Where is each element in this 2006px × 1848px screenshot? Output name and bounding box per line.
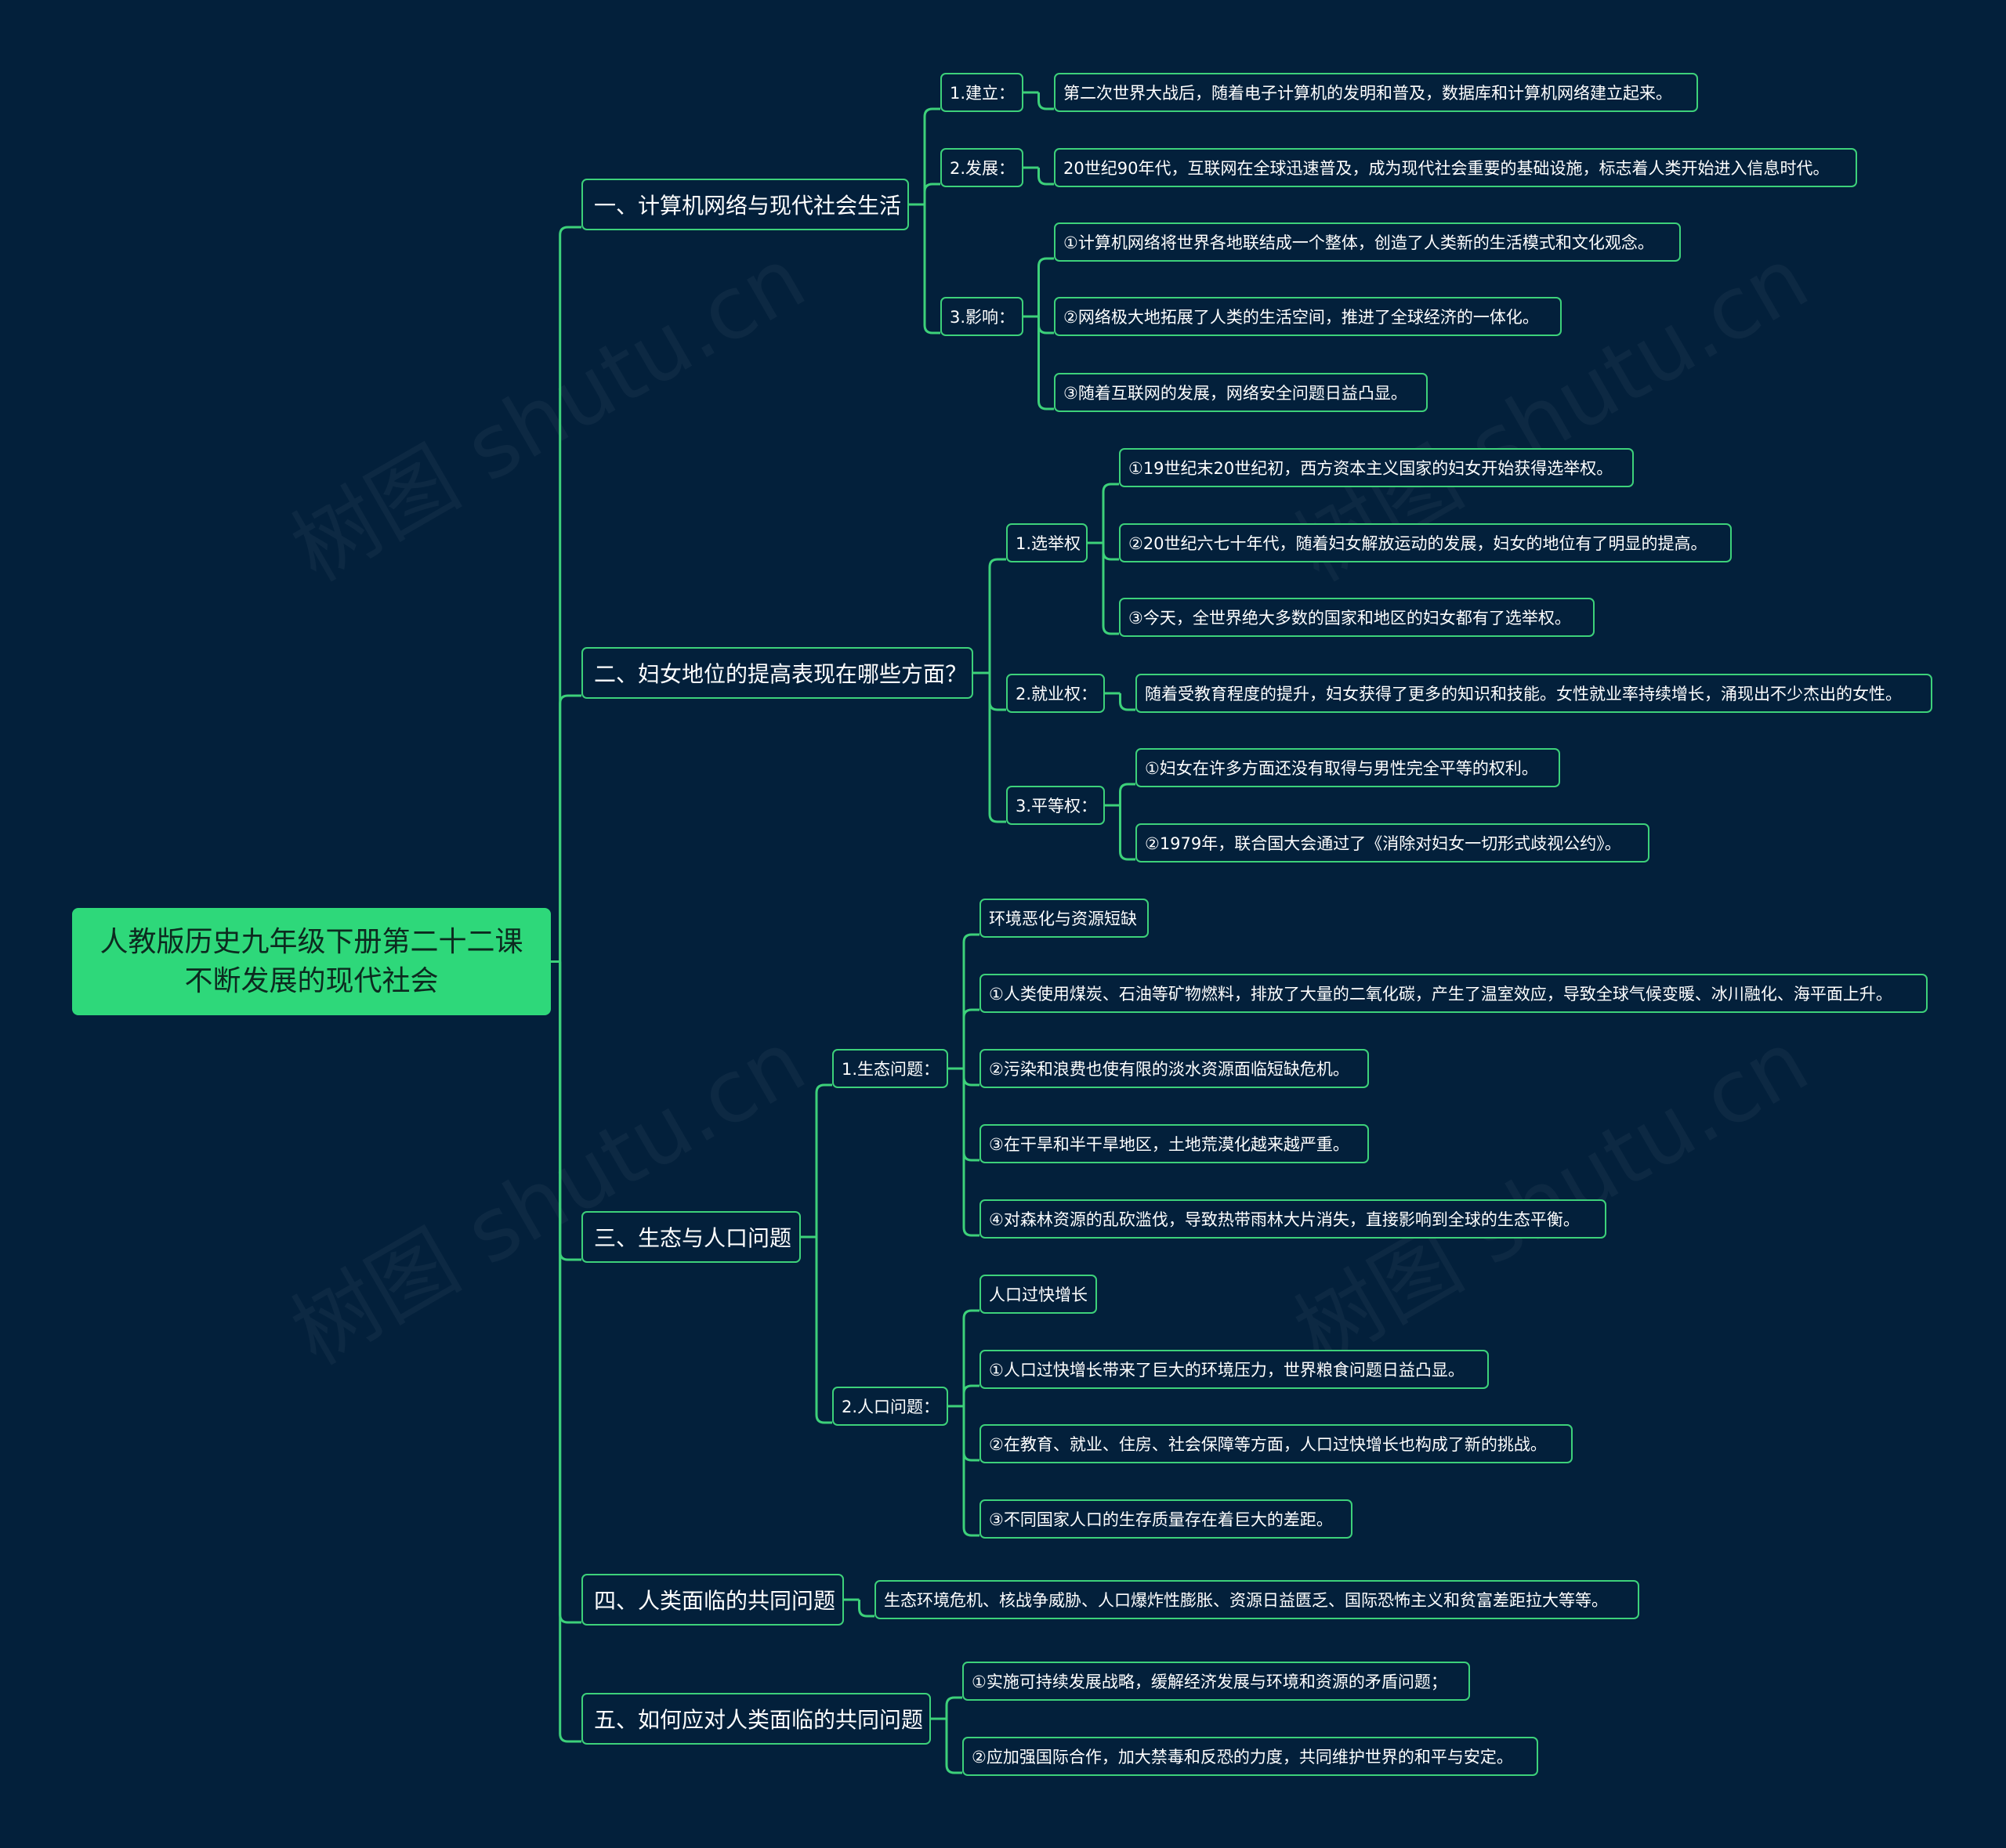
connector-line	[1037, 316, 1054, 335]
leaf-3-1-4[interactable]: ③在干旱和半干旱地区，土地荒漠化越来越严重。	[979, 1124, 1369, 1163]
root-title-line-1: 人教版历史九年级下册第二十二课	[100, 925, 523, 958]
subtopic-2-2[interactable]: 2.就业权：	[1006, 674, 1105, 713]
connector-line	[1102, 483, 1119, 543]
leaf-3-2-4[interactable]: ③不同国家人口的生存质量存在着巨大的差距。	[979, 1499, 1352, 1539]
connector-line	[962, 1384, 979, 1406]
leaf-2-1-1[interactable]: ①19世纪末20世纪初，西方资本主义国家的妇女开始获得选举权。	[1119, 448, 1634, 487]
subtopic-3-2[interactable]: 2.人口问题：	[832, 1387, 948, 1426]
connector-line	[559, 226, 581, 962]
subtopic-1-3[interactable]: 3.影响：	[940, 297, 1023, 336]
leaf-2-1-2[interactable]: ②20世纪六七十年代，随着妇女解放运动的发展，妇女的地位有了明显的提高。	[1119, 523, 1732, 562]
connector-line	[1037, 316, 1054, 410]
leaf-3-2-1[interactable]: 人口过快增长	[979, 1275, 1097, 1314]
topic-section-2[interactable]: 二、妇女地位的提高表现在哪些方面？	[581, 647, 973, 699]
leaf-3-1-1[interactable]: 环境恶化与资源短缺	[979, 899, 1149, 938]
topic-section-1[interactable]: 一、计算机网络与现代社会生活	[581, 179, 909, 230]
leaf-5-2[interactable]: ②应加强国际合作，加大禁毒和反恐的力度，共同维护世界的和平与安定。	[962, 1737, 1538, 1776]
leaf-3-1-5[interactable]: ④对森林资源的乱砍滥伐，导致热带雨林大片消失，直接影响到全球的生态平衡。	[979, 1199, 1606, 1239]
leaf-3-2-3[interactable]: ②在教育、就业、住房、社会保障等方面，人口过快增长也构成了新的挑战。	[979, 1424, 1573, 1463]
root-topic[interactable]: 人教版历史九年级下册第二十二课 不断发展的现代社会	[72, 908, 551, 1015]
connector-line	[962, 933, 979, 1069]
leaf-5-1[interactable]: ①实施可持续发展战略，缓解经济发展与环境和资源的矛盾问题；	[962, 1662, 1470, 1701]
leaf-2-1-3[interactable]: ③今天，全世界绝大多数的国家和地区的妇女都有了选举权。	[1119, 598, 1595, 637]
topic-section-5[interactable]: 五、如何应对人类面临的共同问题	[581, 1693, 931, 1745]
connector-line	[1037, 168, 1054, 186]
connector-line	[962, 1309, 979, 1406]
topic-section-3[interactable]: 三、生态与人口问题	[581, 1211, 801, 1263]
connector-line	[988, 673, 1006, 823]
connector-line	[923, 107, 940, 204]
root-title-line-2: 不断发展的现代社会	[184, 964, 439, 997]
connector-line	[962, 1406, 979, 1462]
leaf-2-3-2[interactable]: ②1979年，联合国大会通过了《消除对妇女一切形式歧视公约》。	[1135, 823, 1649, 863]
connector-line	[988, 673, 1006, 711]
connector-line	[962, 1069, 979, 1087]
connector-line	[559, 961, 581, 1624]
leaf-1-3-2[interactable]: ②网络极大地拓展了人类的生活空间，推进了全球经济的一体化。	[1054, 297, 1562, 336]
leaf-1-1-1[interactable]: 第二次世界大战后，随着电子计算机的发明和普及，数据库和计算机网络建立起来。	[1054, 73, 1698, 112]
connector-line	[559, 961, 581, 1743]
connector-line	[962, 1406, 979, 1537]
leaf-3-2-2[interactable]: ①人口过快增长带来了巨大的环境压力，世界粮食问题日益凸显。	[979, 1350, 1489, 1389]
connector-line	[923, 183, 940, 204]
connector-line	[1102, 543, 1119, 635]
connector-line	[559, 961, 581, 1261]
connector-line	[962, 1008, 979, 1069]
leaf-3-1-3[interactable]: ②污染和浪费也使有限的淡水资源面临短缺危机。	[979, 1049, 1369, 1088]
topic-section-4[interactable]: 四、人类面临的共同问题	[581, 1574, 844, 1626]
connector-line	[923, 204, 940, 335]
subtopic-2-3[interactable]: 3.平等权：	[1006, 786, 1105, 825]
leaf-4-1[interactable]: 生态环境危机、核战争威胁、人口爆炸性膨胀、资源日益匮乏、国际恐怖主义和贫富差距拉…	[874, 1580, 1639, 1619]
connector-line	[1119, 783, 1135, 805]
subtopic-3-1[interactable]: 1.生态问题：	[832, 1049, 948, 1088]
leaf-2-2-1[interactable]: 随着受教育程度的提升，妇女获得了更多的知识和技能。女性就业率持续增长，涌现出不少…	[1135, 674, 1932, 713]
connector-line	[945, 1719, 962, 1774]
connector-line	[1037, 92, 1054, 110]
leaf-1-3-1[interactable]: ①计算机网络将世界各地联结成一个整体，创造了人类新的生活模式和文化观念。	[1054, 222, 1681, 262]
leaf-1-3-3[interactable]: ③随着互联网的发展，网络安全问题日益凸显。	[1054, 373, 1428, 412]
connector-line	[858, 1600, 874, 1618]
connector-line	[945, 1696, 962, 1719]
connector-line	[1119, 693, 1135, 711]
connector-line	[988, 558, 1006, 673]
leaf-2-3-1[interactable]: ①妇女在许多方面还没有取得与男性完全平等的权利。	[1135, 748, 1560, 787]
leaf-3-1-2[interactable]: ①人类使用煤炭、石油等矿物燃料，排放了大量的二氧化碳，产生了温室效应，导致全球气…	[979, 974, 1928, 1013]
connector-line	[1037, 257, 1054, 316]
connector-line	[1102, 543, 1119, 561]
connector-line	[815, 1237, 832, 1424]
connector-line	[1119, 805, 1135, 861]
subtopic-1-1[interactable]: 1.建立：	[940, 73, 1023, 112]
leaf-1-2-1[interactable]: 20世纪90年代，互联网在全球迅速普及，成为现代社会重要的基础设施，标志着人类开…	[1054, 148, 1857, 187]
connector-line	[559, 694, 581, 962]
subtopic-1-2[interactable]: 2.发展：	[940, 148, 1023, 187]
connector-line	[962, 1069, 979, 1237]
subtopic-2-1[interactable]: 1.选举权	[1006, 523, 1088, 562]
connector-line	[815, 1083, 832, 1237]
